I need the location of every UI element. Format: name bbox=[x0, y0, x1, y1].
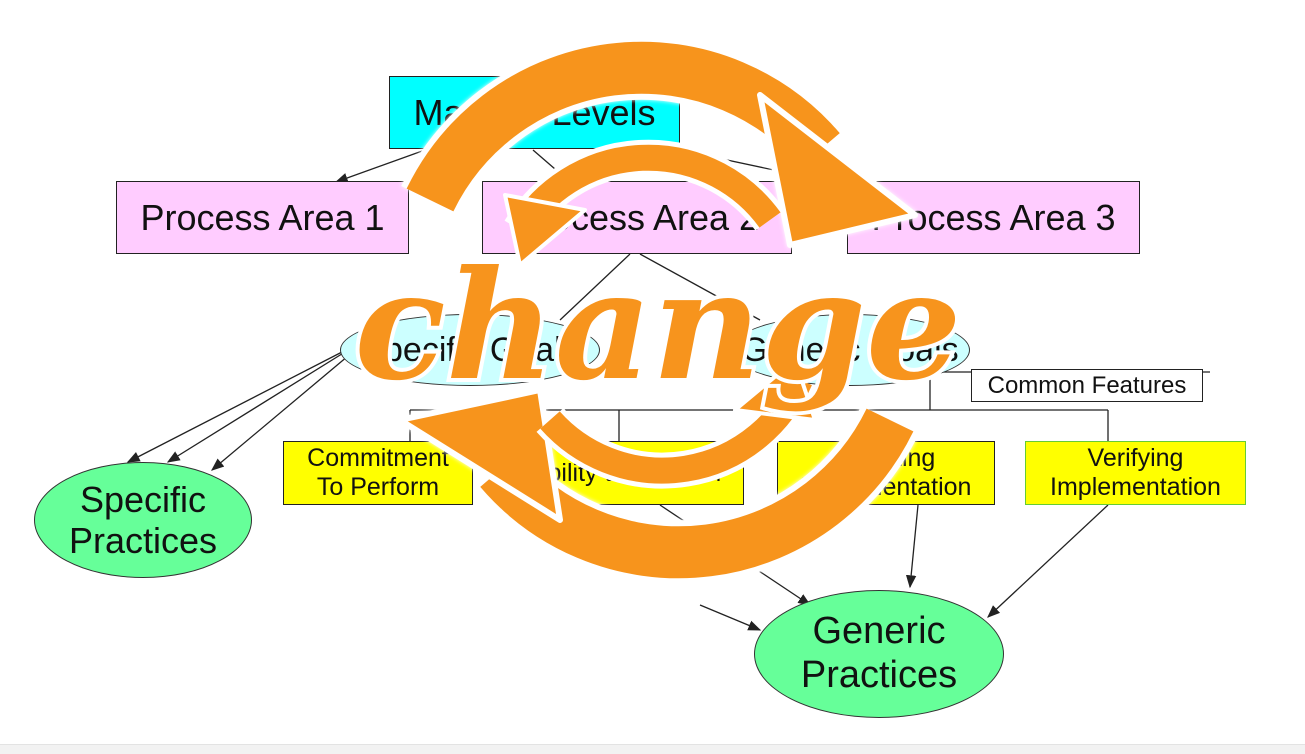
verifying-implementation-box: Verifying Implementation bbox=[1025, 441, 1246, 505]
change-logo-text: change bbox=[355, 238, 962, 414]
verifying-line-2: Implementation bbox=[1050, 473, 1221, 501]
specific-practices-line-2: Practices bbox=[68, 520, 218, 561]
specific-practices-ellipse: Specific Practices bbox=[34, 462, 252, 578]
bottom-strip bbox=[0, 744, 1305, 754]
common-features-label: Common Features bbox=[971, 369, 1203, 402]
commitment-line-2: To Perform bbox=[316, 473, 440, 501]
inner-ring-icon bbox=[503, 139, 817, 489]
outer-ring-icon bbox=[397, 35, 919, 585]
verifying-line-1: Verifying bbox=[1087, 444, 1184, 473]
commitment-line-1: Commitment bbox=[307, 444, 449, 473]
generic-practices-ellipse: Generic Practices bbox=[754, 590, 1004, 718]
generic-goals-ellipse: Generic Goals bbox=[730, 314, 970, 386]
specific-goals-ellipse: Specific Goals bbox=[340, 314, 600, 386]
commitment-to-perform-box: Commitment To Perform bbox=[283, 441, 473, 505]
generic-practices-line-2: Practices bbox=[800, 654, 958, 696]
generic-practices-line-1: Generic bbox=[812, 610, 946, 653]
process-area-1-box: Process Area 1 bbox=[116, 181, 409, 254]
specific-practices-line-1: Specific bbox=[79, 478, 207, 520]
